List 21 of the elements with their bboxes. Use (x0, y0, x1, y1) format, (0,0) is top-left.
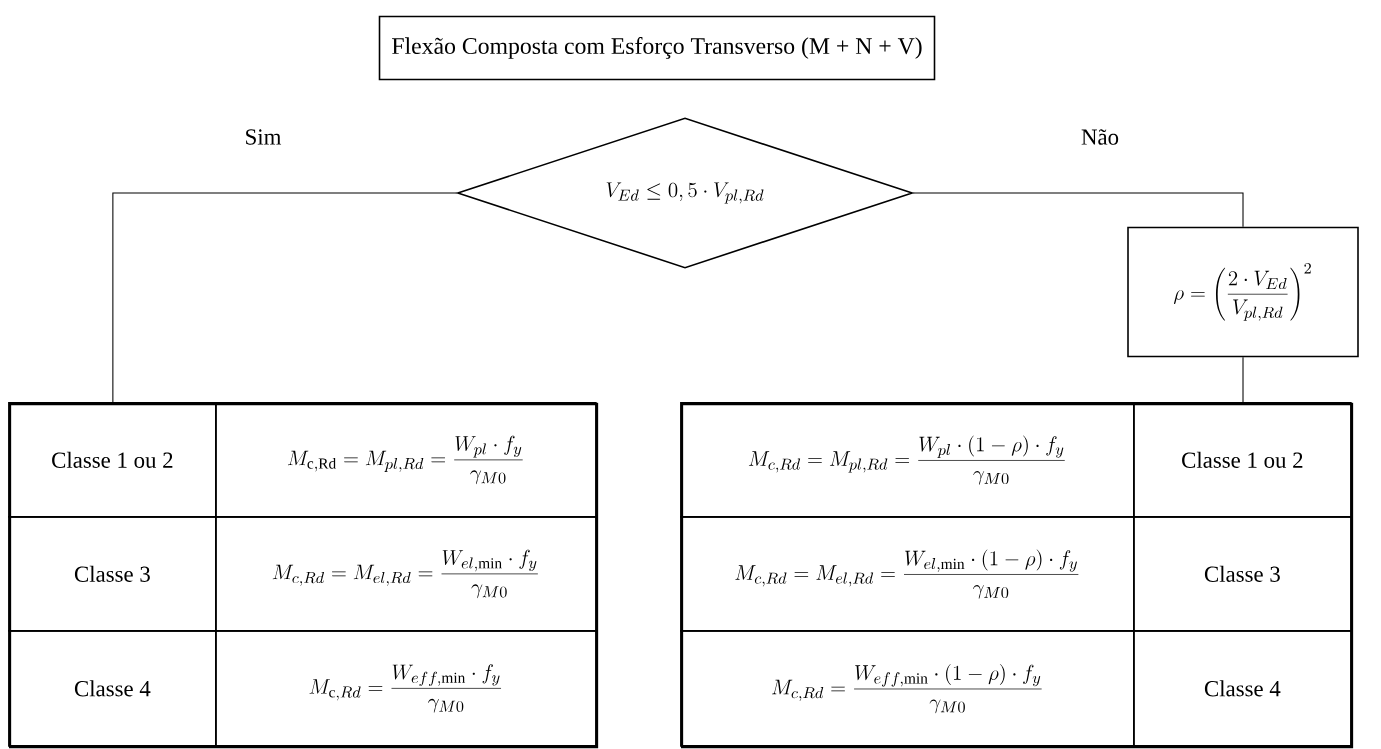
table-cell: Classe 4 (8, 630, 217, 747)
table (680, 402, 1354, 749)
table (8, 402, 599, 749)
table-cell: $M_{c,Rd} = M_{el,Rd} = \frac{W_{el,\mathrm{min}}\cdot f_{y}}{\gamma_{M0}}$ (215, 516, 597, 632)
table-cell: Classe 4 (1133, 630, 1352, 747)
table-cell: $M_{c,Rd} = \frac{W_{eff,\mathrm{min}}\cdot(1-\rho)\cdot f_{y}}{\gamma_{M0}}$ (680, 630, 1135, 747)
table-cell: Classe 3 (8, 516, 217, 632)
table-cell: Classe 1 ou 2 (8, 402, 217, 518)
table-cell: $M_{\mathrm{c},Rd} = \frac{W_{eff,\mathrm{min}}\cdot f_{y}}{\gamma_{M0}}$ (215, 630, 597, 747)
table-cell: $M_{c,Rd} = M_{el,Rd} = \frac{W_{el,\mathrm{min}}\cdot(1-\rho)\cdot f_{y}}{\gamma_{M0}}$ (680, 516, 1135, 632)
title-box: Flexão Composta com Esforço Transverso (M + N + V) (378, 15, 936, 81)
connector-line (912, 192, 1244, 228)
table-cell: $M_{c,Rd} = M_{pl,Rd} = \frac{W_{pl}\cdot(1-\rho)\cdot f_{y}}{\gamma_{M0}}$ (680, 402, 1135, 518)
table-cell: $M_{\mathrm{c,Rd}} = M_{pl,Rd} = \frac{W_{pl}\cdot f_{y}}{\gamma_{M0}}$ (215, 402, 597, 518)
table-cell: Classe 3 (1133, 516, 1352, 632)
edge-label: Não (1079, 127, 1121, 147)
table-cell: Classe 1 ou 2 (1133, 402, 1352, 518)
connector-line (112, 192, 458, 404)
connector-line (1242, 356, 1244, 404)
edge-label: Sim (242, 127, 284, 147)
formula-box: $\rho = \left(\frac{2\cdot V_{Ed}}{V_{pl,Rd}}\right)^{2}$ (1127, 226, 1359, 358)
